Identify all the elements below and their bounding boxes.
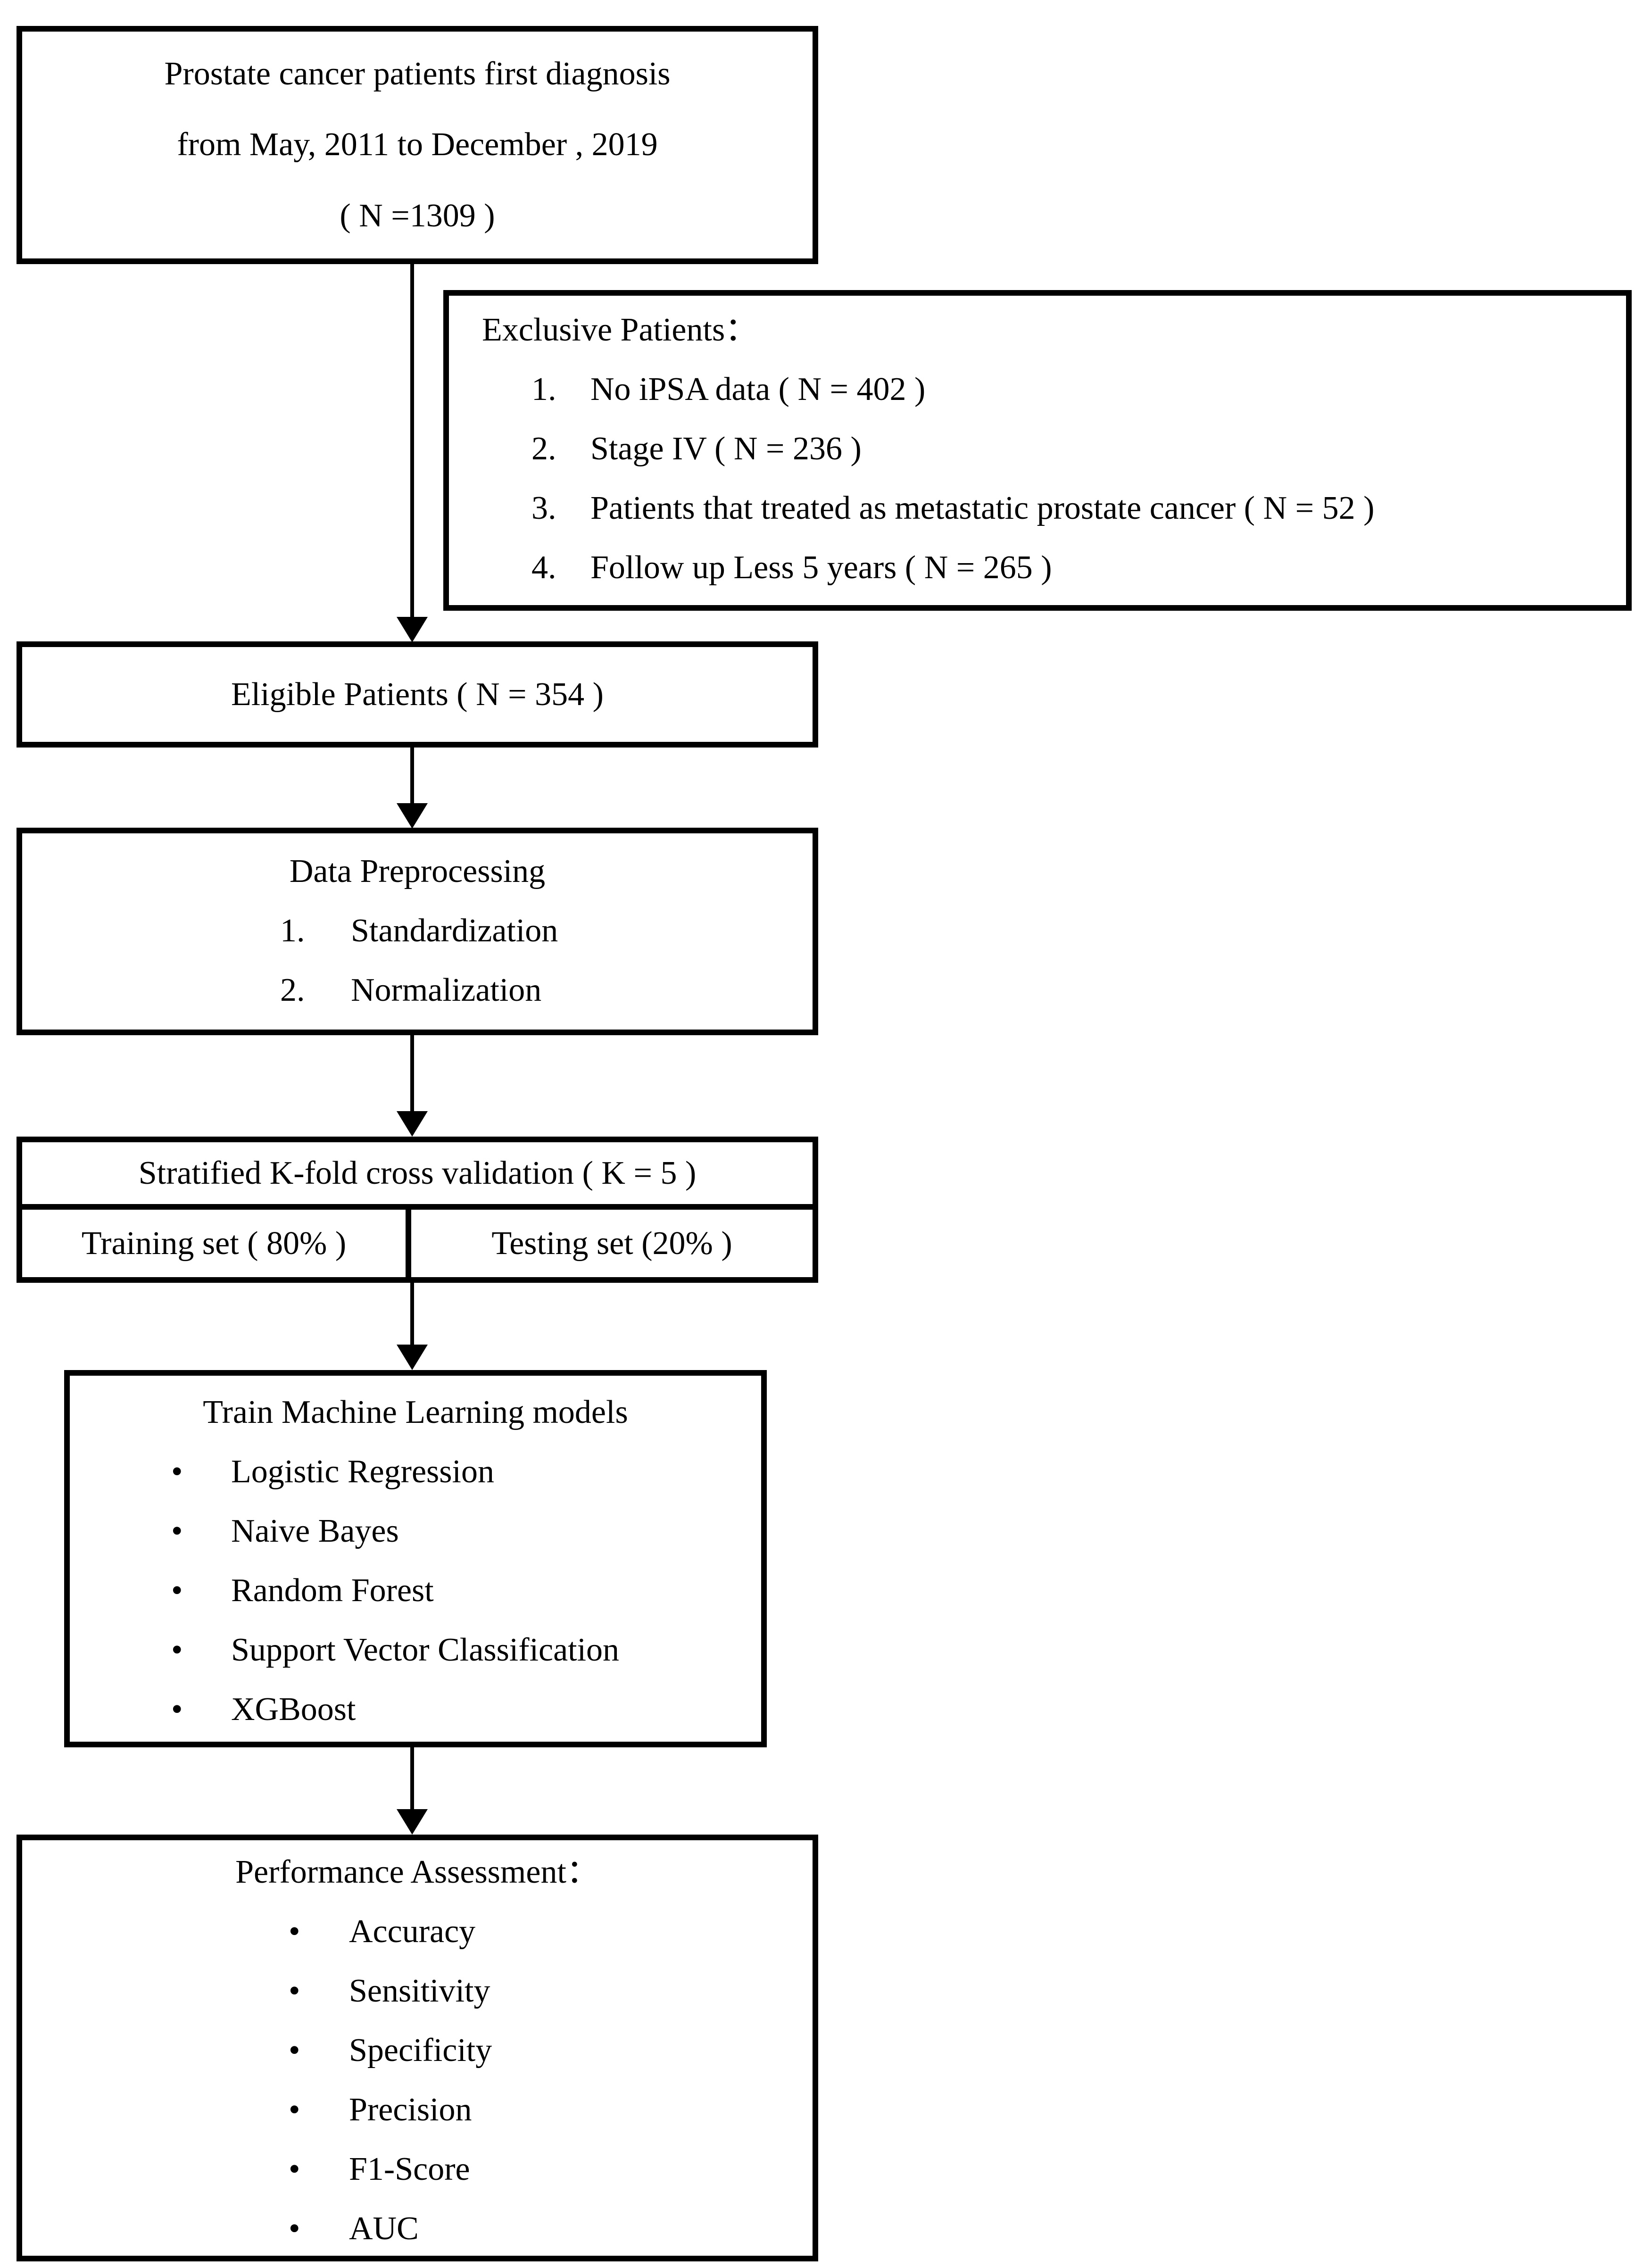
item-text: Normalization <box>351 972 542 1008</box>
item-number: 2. <box>280 972 305 1008</box>
item-text: Precision <box>349 2092 472 2128</box>
arrow-down-icon <box>397 1345 428 1370</box>
box-performance-assessment: Performance Assessment： • Accuracy • Sensi… <box>17 1835 818 2261</box>
model-item-4: • Support Vector Classification <box>70 1620 761 1680</box>
cell-testing-set: Testing set (20% ) <box>491 1225 732 1262</box>
bullet-icon: • <box>171 1632 183 1668</box>
kfold-split-row: Training set ( 80% ) Testing set (20% ) <box>22 1210 813 1277</box>
bullet-icon: • <box>171 1572 183 1609</box>
bullet-icon: • <box>289 1973 300 2009</box>
connector-line-3 <box>410 1035 414 1112</box>
item-text: Logistic Regression <box>231 1454 494 1490</box>
model-item-2: • Naive Bayes <box>70 1502 761 1561</box>
eligible-text: Eligible Patients ( N = 354 ) <box>231 676 604 713</box>
item-number: 1. <box>280 913 305 949</box>
item-number: 2. <box>531 431 556 467</box>
cohort-line-1: Prostate cancer patients first diagnosis <box>164 55 671 92</box>
arrow-down-icon <box>397 1111 428 1137</box>
box-cross-validation: Stratified K-fold cross validation ( K =… <box>17 1137 818 1283</box>
item-text: Follow up Less 5 years ( N = 265 ) <box>590 549 1052 586</box>
model-item-5: • XGBoost <box>70 1680 761 1739</box>
bullet-icon: • <box>289 1913 300 1950</box>
item-text: Stage IV ( N = 236 ) <box>590 431 862 467</box>
performance-title: Performance Assessment： <box>235 1854 599 1890</box>
item-text: XGBoost <box>231 1691 356 1728</box>
item-text: Standardization <box>351 913 558 949</box>
train-models-title: Train Machine Learning models <box>203 1394 628 1430</box>
item-number: 4. <box>531 549 556 586</box>
preprocessing-title: Data Preprocessing <box>289 853 546 889</box>
item-number: 1. <box>531 371 556 407</box>
exclusion-item-4: 4. Follow up Less 5 years ( N = 265 ) <box>482 538 1607 598</box>
preprocessing-item-1: 1. Standardization <box>22 901 813 961</box>
model-item-1: • Logistic Regression <box>70 1442 761 1502</box>
exclusion-item-2: 2. Stage IV ( N = 236 ) <box>482 419 1607 479</box>
bullet-icon: • <box>171 1513 183 1549</box>
item-text: Accuracy <box>349 1913 476 1950</box>
item-text: Specificity <box>349 2032 492 2069</box>
item-number: 3. <box>531 490 556 526</box>
item-text: No iPSA data ( N = 402 ) <box>590 371 926 407</box>
bullet-icon: • <box>289 2210 300 2247</box>
box-exclusion-criteria: Exclusive Patients： 1. No iPSA data ( N =… <box>443 290 1632 611</box>
item-text: Random Forest <box>231 1572 434 1609</box>
preprocessing-item-2: 2. Normalization <box>22 961 813 1020</box>
arrow-down-icon <box>397 617 428 642</box>
kfold-header: Stratified K-fold cross validation ( K =… <box>22 1142 813 1210</box>
box-train-models: Train Machine Learning models • Logistic … <box>64 1370 767 1747</box>
metric-item-6: • AUC <box>22 2199 813 2259</box>
connector-line-5 <box>410 1747 414 1810</box>
cohort-line-3: ( N =1309 ) <box>340 197 495 234</box>
metric-item-1: • Accuracy <box>22 1902 813 1961</box>
exclusion-title: Exclusive Patients： <box>482 312 758 348</box>
cohort-line-2: from May, 2011 to December , 2019 <box>177 126 658 163</box>
metric-item-5: • F1-Score <box>22 2140 813 2199</box>
bullet-icon: • <box>171 1454 183 1490</box>
box-initial-cohort: Prostate cancer patients first diagnosis… <box>17 26 818 264</box>
connector-line-2 <box>410 748 414 804</box>
exclusion-item-1: 1. No iPSA data ( N = 402 ) <box>482 360 1607 419</box>
arrow-down-icon <box>397 803 428 829</box>
metric-item-3: • Specificity <box>22 2021 813 2080</box>
bullet-icon: • <box>171 1691 183 1728</box>
arrow-down-icon <box>397 1809 428 1835</box>
connector-line-1 <box>410 264 414 619</box>
bullet-icon: • <box>289 2092 300 2128</box>
bullet-icon: • <box>289 2151 300 2187</box>
connector-line-4 <box>410 1283 414 1346</box>
exclusion-item-3: 3. Patients that treated as metastatic pr… <box>482 479 1607 538</box>
box-data-preprocessing: Data Preprocessing 1. Standardization 2. N… <box>17 828 818 1035</box>
item-text: Support Vector Classification <box>231 1632 620 1668</box>
cell-training-set: Training set ( 80% ) <box>22 1210 411 1277</box>
metric-item-2: • Sensitivity <box>22 1961 813 2021</box>
item-text: Sensitivity <box>349 1973 490 2009</box>
item-text: AUC <box>349 2210 419 2247</box>
box-eligible-patients: Eligible Patients ( N = 354 ) <box>17 641 818 748</box>
item-text: F1-Score <box>349 2151 470 2187</box>
bullet-icon: • <box>289 2032 300 2069</box>
model-item-3: • Random Forest <box>70 1561 761 1620</box>
item-text: Naive Bayes <box>231 1513 399 1549</box>
item-text: Patients that treated as metastatic pros… <box>590 490 1375 526</box>
metric-item-4: • Precision <box>22 2080 813 2140</box>
